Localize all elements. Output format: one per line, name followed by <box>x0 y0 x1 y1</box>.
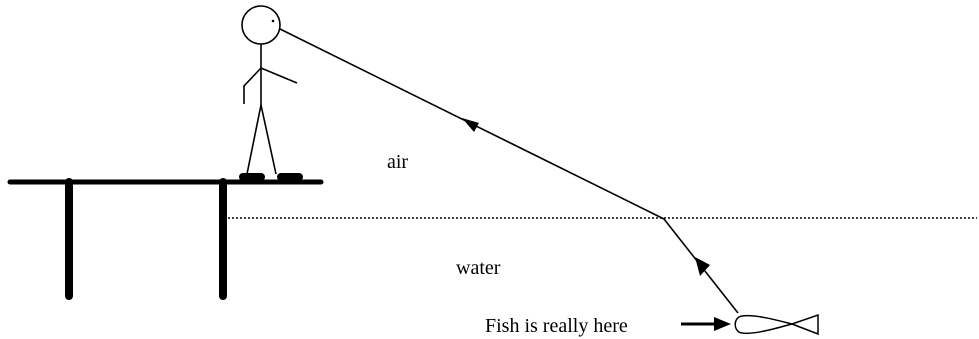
caption-arrow-head <box>714 317 731 331</box>
fish-icon <box>734 313 819 336</box>
air-label: air <box>387 151 409 173</box>
observer-leg-right <box>260 104 277 175</box>
ray-arrow-air <box>462 118 479 132</box>
ray-arrow-water <box>695 257 710 276</box>
observer-arm-left <box>243 67 262 104</box>
observer-shoe-left <box>239 173 265 181</box>
observer-leg-left <box>246 104 262 175</box>
light-ray <box>279 28 739 314</box>
observer-shoe-right <box>277 173 303 181</box>
observer-eye <box>271 19 275 23</box>
fish-caption: Fish is really here <box>485 315 628 337</box>
dock <box>7 178 324 300</box>
observer-arm-right <box>260 67 298 84</box>
observer-stick-figure <box>241 5 298 175</box>
water-label: water <box>456 257 501 279</box>
observer-head <box>241 5 281 45</box>
